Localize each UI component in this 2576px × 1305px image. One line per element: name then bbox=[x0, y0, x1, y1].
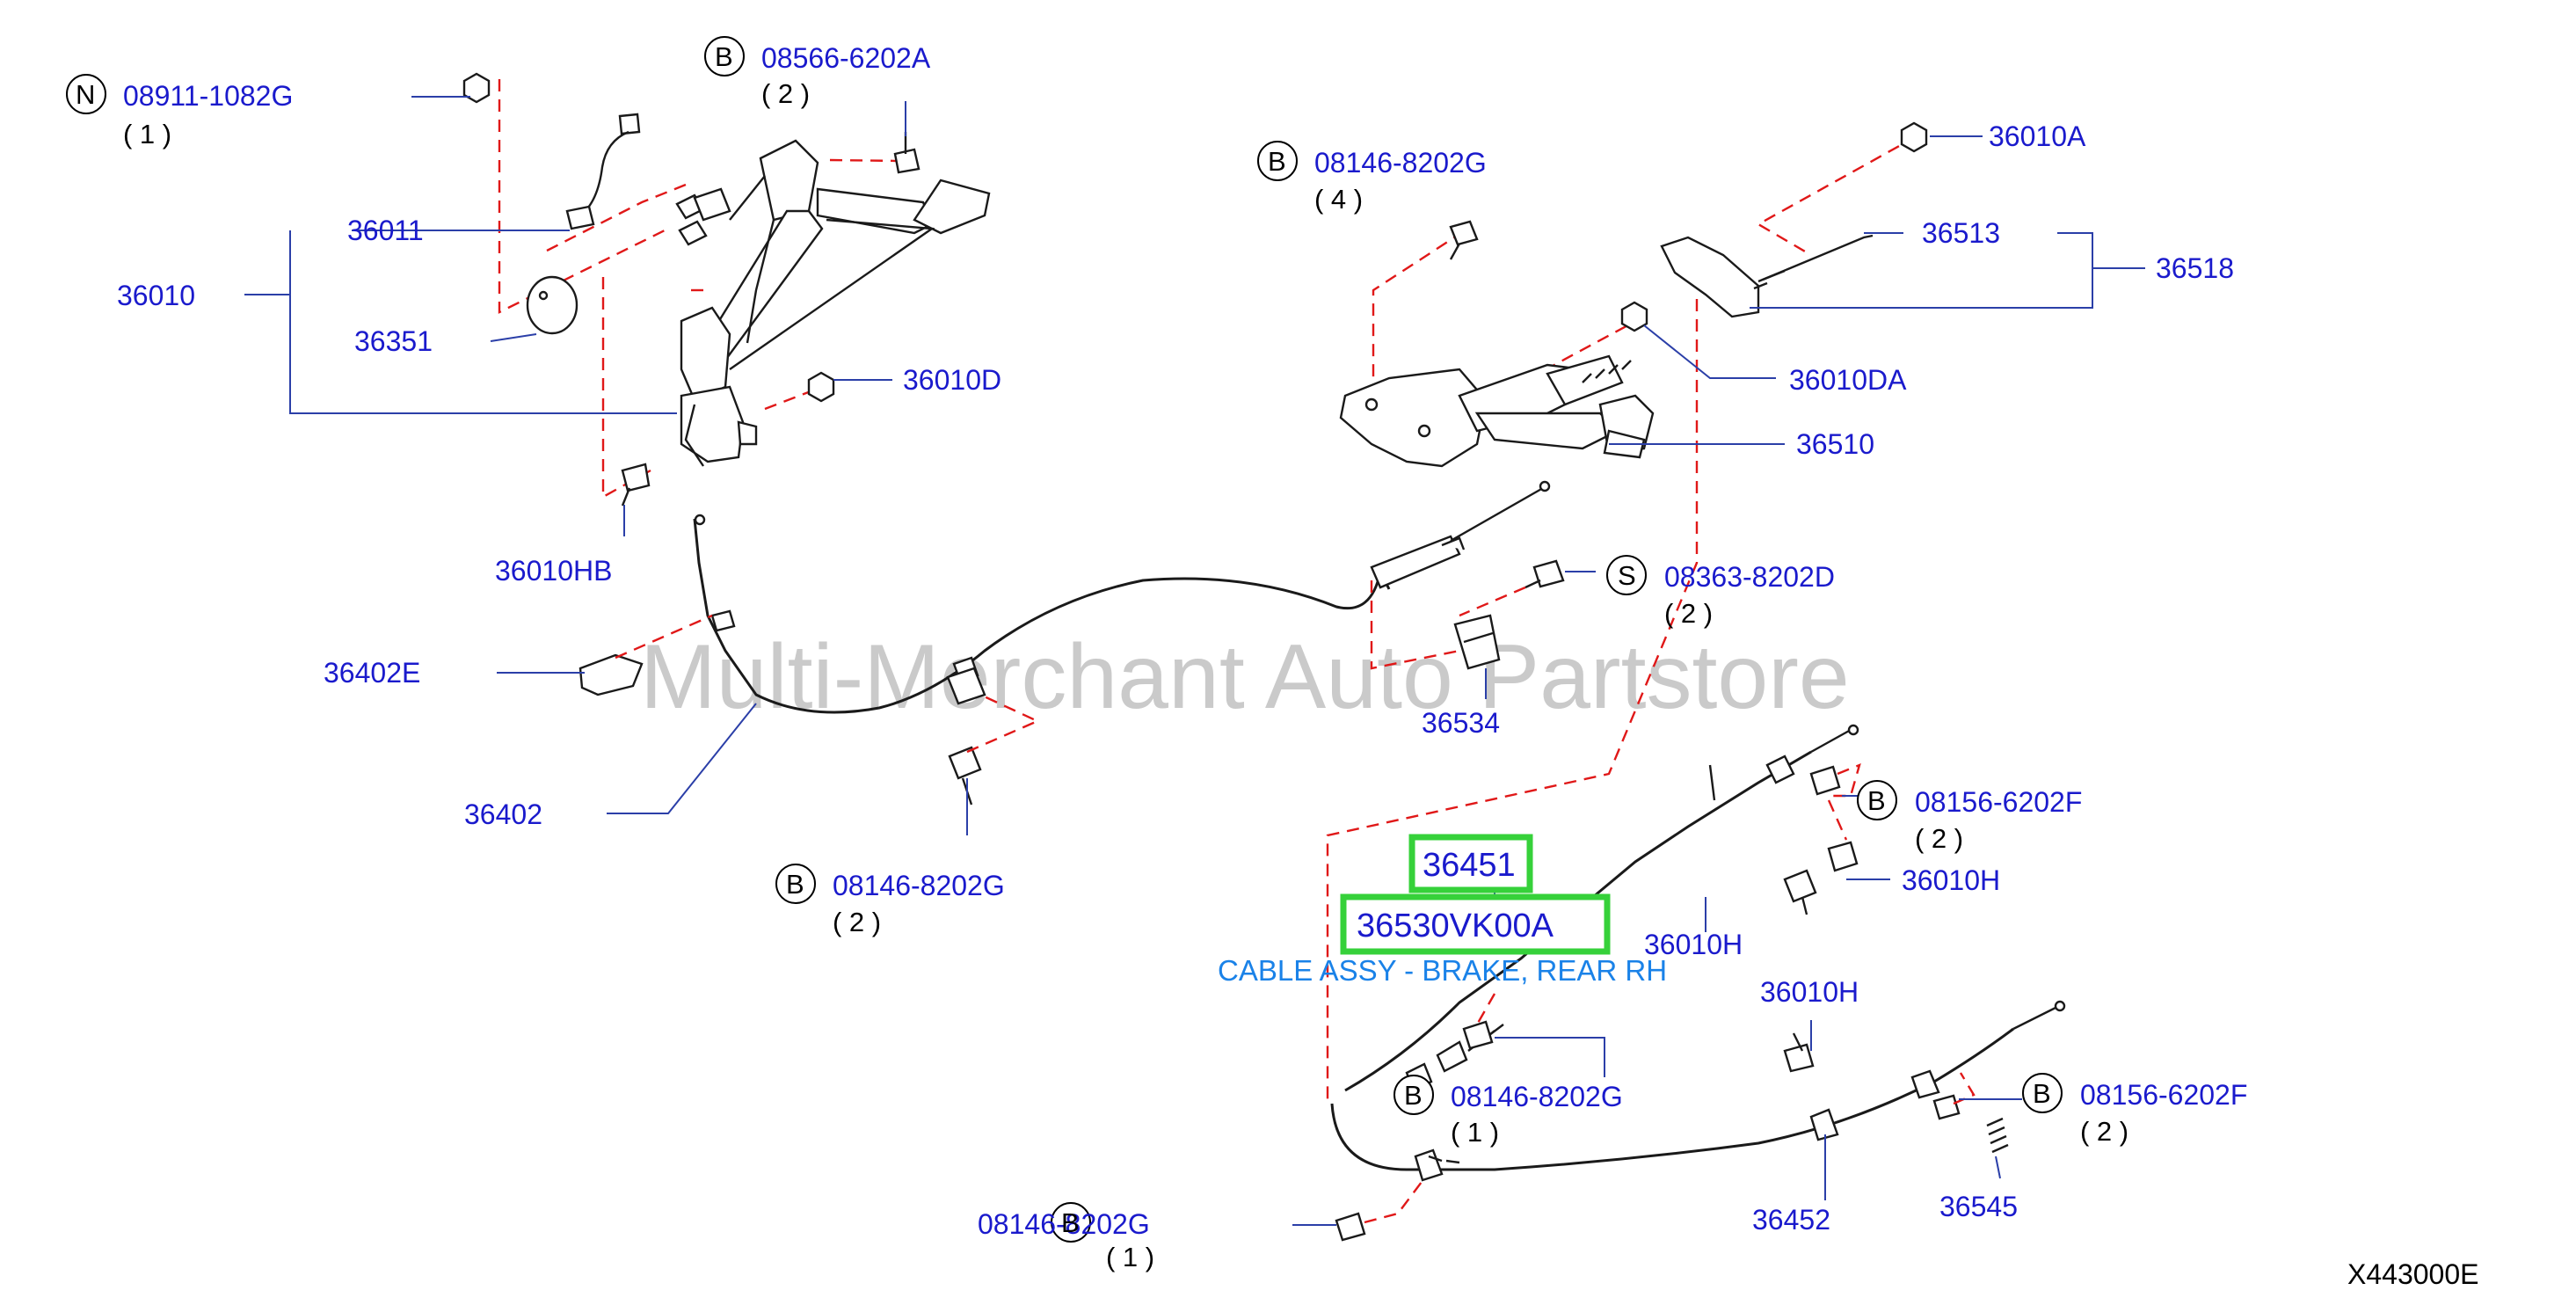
part-number[interactable]: 08156-6202F bbox=[1915, 786, 2082, 818]
part-label-36010H[interactable]: 36010H bbox=[1902, 864, 2000, 896]
quantity: ( 2 ) bbox=[1915, 823, 1963, 854]
highlight-part-36451[interactable]: 36451 bbox=[1408, 834, 1533, 893]
part-label-36010HB[interactable]: 36010HB bbox=[495, 555, 612, 587]
callout-08156-6202F-lower: B 08156-6202F ( 2 ) bbox=[2022, 1073, 2247, 1147]
callout-prefix: B bbox=[1404, 1080, 1423, 1111]
callout-circle bbox=[1606, 555, 1647, 595]
callout-prefix: S bbox=[1618, 560, 1636, 591]
callout-circle bbox=[1051, 1202, 1091, 1243]
part-number[interactable]: 08566-6202A bbox=[761, 42, 931, 74]
part-label-36402[interactable]: 36402 bbox=[464, 798, 542, 830]
front-cable-illustration bbox=[579, 480, 1565, 806]
part-label-36534[interactable]: 36534 bbox=[1422, 707, 1500, 739]
part-number[interactable]: 08146-8202G bbox=[833, 870, 1005, 901]
part-label-36513[interactable]: 36513 bbox=[1922, 217, 2000, 249]
part-label-36011[interactable]: 36011 bbox=[347, 215, 424, 246]
callout-circle bbox=[1257, 141, 1298, 181]
part-label-36452[interactable]: 36452 bbox=[1752, 1204, 1830, 1236]
part-number[interactable]: 08146-8202G bbox=[1314, 147, 1487, 179]
callout-circle bbox=[66, 74, 106, 114]
callout-08911-1082G: N 08911-1082G ( 1 ) bbox=[66, 74, 293, 149]
highlighted-part-number[interactable]: 36451 bbox=[1423, 847, 1516, 884]
highlight-part-36530VK00A[interactable]: 36530VK00A bbox=[1340, 893, 1611, 955]
callout-circle bbox=[775, 864, 816, 904]
highlight-box bbox=[1408, 834, 1533, 893]
part-label-36402E[interactable]: 36402E bbox=[324, 657, 420, 689]
quantity: ( 2 ) bbox=[1664, 598, 1713, 629]
highlighted-part-number[interactable]: 36530VK00A bbox=[1357, 908, 1554, 944]
part-label-36010D[interactable]: 36010D bbox=[903, 364, 1001, 396]
leader-lines bbox=[244, 96, 2145, 1226]
part-number[interactable]: 08156-6202F bbox=[2080, 1079, 2247, 1111]
quantity: ( 2 ) bbox=[2080, 1116, 2128, 1147]
callout-prefix: B bbox=[2033, 1078, 2051, 1109]
part-number[interactable]: 08363-8202D bbox=[1664, 561, 1835, 593]
callout-prefix: B bbox=[1268, 146, 1286, 177]
quantity: ( 4 ) bbox=[1314, 184, 1363, 215]
parking-pedal-assembly-illustration bbox=[462, 72, 991, 507]
lever-assembly-illustration bbox=[1326, 121, 1928, 1104]
quantity: ( 2 ) bbox=[761, 78, 810, 109]
part-description: CABLE ASSY - BRAKE, REAR RH bbox=[1218, 954, 1667, 987]
diagram-code: X443000E bbox=[2347, 1258, 2478, 1290]
rear-cables-illustration bbox=[1330, 724, 2066, 1242]
part-number[interactable]: 08911-1082G bbox=[123, 80, 293, 112]
callout-08156-6202F-upper: B 08156-6202F ( 2 ) bbox=[1857, 780, 2082, 854]
highlight-box bbox=[1340, 893, 1611, 955]
callout-08146-8202G-1a: B 08146-8202G ( 1 ) bbox=[1394, 1075, 1623, 1148]
quantity: ( 1 ) bbox=[1106, 1242, 1154, 1272]
callout-circle bbox=[2022, 1073, 2063, 1113]
part-label-36545[interactable]: 36545 bbox=[1939, 1191, 2018, 1222]
part-label-36010A[interactable]: 36010A bbox=[1989, 120, 2086, 152]
callout-08146-8202G-4: B 08146-8202G ( 4 ) bbox=[1257, 141, 1487, 215]
callout-08146-8202G-1b: 08146-8202G B ( 1 ) bbox=[978, 1202, 1154, 1272]
part-label-36010[interactable]: 36010 bbox=[117, 280, 195, 311]
callout-prefix: N bbox=[76, 79, 95, 110]
callout-08146-8202G-2: B 08146-8202G ( 2 ) bbox=[775, 864, 1005, 937]
callout-circle bbox=[1857, 780, 1897, 820]
part-number[interactable]: 08146-8202G bbox=[978, 1208, 1150, 1240]
quantity: ( 1 ) bbox=[123, 119, 171, 149]
part-label-36010H[interactable]: 36010H bbox=[1760, 976, 1859, 1008]
callout-prefix: B bbox=[1867, 785, 1886, 816]
callout-prefix: B bbox=[1061, 1207, 1080, 1238]
quantity: ( 1 ) bbox=[1451, 1117, 1499, 1148]
part-label-36010H[interactable]: 36010H bbox=[1644, 929, 1743, 960]
part-label-36010DA[interactable]: 36010DA bbox=[1789, 364, 1907, 396]
quantity: ( 2 ) bbox=[833, 907, 881, 937]
callout-prefix: B bbox=[786, 869, 804, 900]
part-labels: 36010 36011 36351 36010D 36010HB 36402E … bbox=[117, 120, 2234, 1236]
callout-08566-6202A: B 08566-6202A ( 2 ) bbox=[704, 36, 931, 109]
callout-circle bbox=[1394, 1075, 1434, 1115]
part-number[interactable]: 08146-8202G bbox=[1451, 1081, 1623, 1112]
callout-08363-8202D: S 08363-8202D ( 2 ) bbox=[1606, 555, 1835, 629]
part-label-36351[interactable]: 36351 bbox=[354, 325, 433, 357]
part-label-36518[interactable]: 36518 bbox=[2156, 252, 2234, 284]
callout-circle bbox=[704, 36, 745, 77]
callout-prefix: B bbox=[715, 41, 733, 72]
part-label-36510[interactable]: 36510 bbox=[1796, 428, 1874, 460]
